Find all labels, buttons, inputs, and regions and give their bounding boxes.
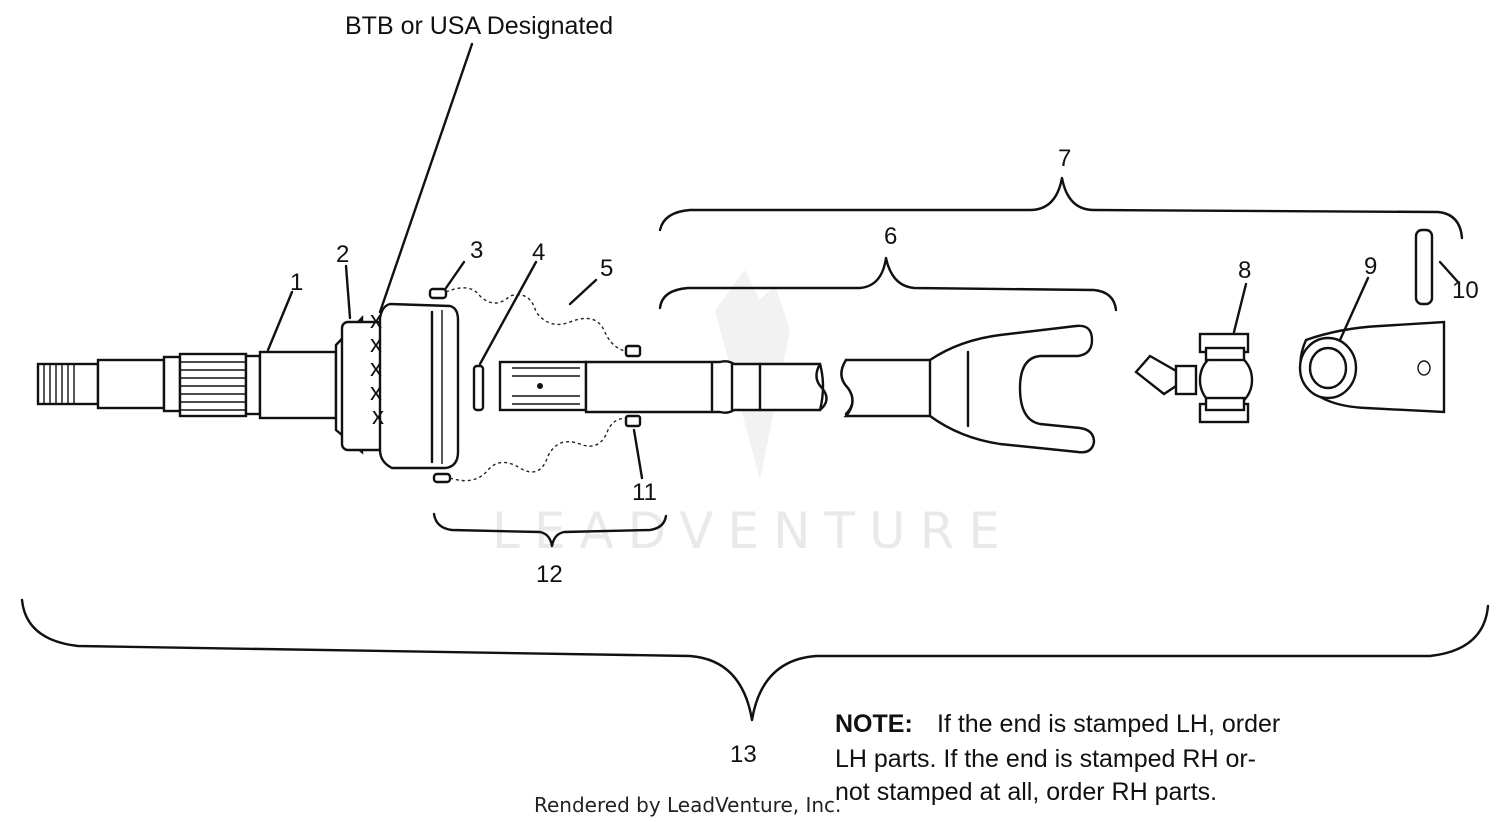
note-line-3: not stamped at all, order RH parts. <box>835 778 1217 806</box>
callout-11: 11 <box>632 479 657 506</box>
designation-leader <box>378 42 474 314</box>
grease-fitting <box>1134 354 1180 396</box>
leader-lines <box>266 260 1460 480</box>
callout-2: 2 <box>336 241 349 268</box>
part-11-bolt-top[interactable] <box>624 344 642 358</box>
part-3-clamp-top[interactable] <box>428 287 448 300</box>
part-9-yoke[interactable] <box>1298 320 1446 414</box>
svg-text:x: x <box>370 355 382 382</box>
callout-10: 10 <box>1452 277 1479 304</box>
callout-13: 13 <box>730 741 757 768</box>
callout-5: 5 <box>600 255 613 282</box>
part-10-pin[interactable] <box>1414 228 1434 306</box>
part-6-inner-shaft[interactable] <box>498 324 1096 454</box>
bracket-12 <box>432 512 668 548</box>
part-3-clamp-bottom[interactable] <box>432 472 452 484</box>
svg-text:x: x <box>370 331 382 358</box>
callout-9: 9 <box>1364 253 1377 280</box>
bracket-6 <box>658 256 1118 312</box>
note-line-1: If the end is stamped LH, order <box>937 710 1280 738</box>
spline-section <box>178 352 248 418</box>
bracket-13 <box>20 598 1490 722</box>
svg-text:x: x <box>372 403 384 430</box>
callout-numbers: 1 2 3 4 5 6 7 8 9 10 11 12 13 <box>290 145 1479 768</box>
callout-7: 7 <box>1058 145 1071 172</box>
designation-label: BTB or USA Designated <box>345 12 613 40</box>
note-line-2: LH parts. If the end is stamped RH or- <box>835 745 1256 773</box>
callout-1: 1 <box>290 269 303 296</box>
svg-text:x: x <box>370 379 382 406</box>
stamp-marks: x x x x x <box>370 307 384 430</box>
svg-text:x: x <box>370 307 382 334</box>
callout-3: 3 <box>470 237 483 264</box>
callout-6: 6 <box>884 223 897 250</box>
part-5-boot[interactable] <box>445 287 635 482</box>
watermark: LEADVENTURE <box>492 270 1000 560</box>
thread-lines <box>43 364 75 404</box>
callout-4: 4 <box>532 239 545 266</box>
part-4-snap-ring[interactable] <box>472 364 485 412</box>
note-block: NOTE: If the end is stamped LH, order LH… <box>835 710 1280 806</box>
credit-text: Rendered by LeadVenture, Inc. <box>534 793 841 817</box>
bracket-7 <box>658 176 1464 240</box>
part-2-cv-housing[interactable]: x x x x x <box>334 302 460 470</box>
note-label: NOTE: <box>835 710 913 738</box>
callout-8: 8 <box>1238 257 1251 284</box>
callout-12: 12 <box>536 561 563 588</box>
part-1-shaft[interactable] <box>36 350 338 420</box>
part-8-universal-joint[interactable] <box>1134 332 1254 424</box>
part-11-bolt[interactable] <box>624 414 642 428</box>
